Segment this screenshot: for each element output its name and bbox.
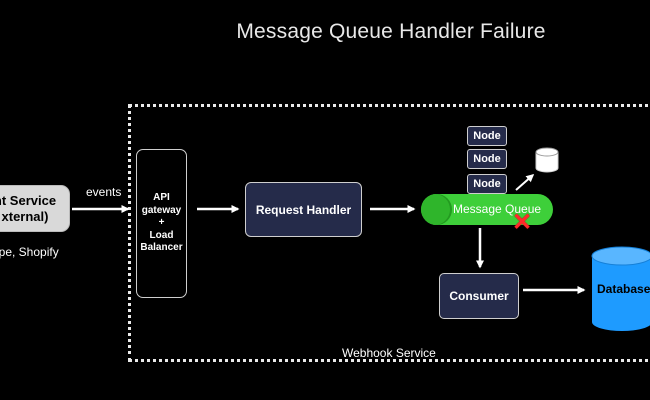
arrow-queue-to-storage: [515, 174, 535, 191]
page-title: Message Queue Handler Failure: [236, 20, 546, 43]
database-label: Database: [597, 282, 650, 296]
storage-cylinder-icon: [535, 147, 559, 173]
webhook-service-boundary: [128, 104, 650, 362]
external-service-label-line2: xternal): [1, 208, 49, 224]
failure-x-icon: ✕: [512, 209, 533, 236]
queue-node-label: Node: [473, 153, 501, 165]
message-queue-cap: [421, 194, 452, 225]
queue-node: Node: [467, 149, 507, 169]
consumer-label: Consumer: [449, 289, 509, 303]
request-handler-box: Request Handler: [245, 182, 362, 237]
database-cylinder-icon: [591, 246, 650, 331]
consumer-box: Consumer: [439, 273, 519, 319]
api-gateway-box: API gateway + Load Balancer: [136, 149, 187, 298]
request-handler-label: Request Handler: [255, 202, 352, 217]
webhook-service-label: Webhook Service: [342, 346, 436, 360]
queue-node-label: Node: [473, 130, 501, 142]
external-service-box: nt Service xternal): [0, 185, 70, 232]
api-gateway-label: API gateway + Load Balancer: [140, 192, 183, 254]
events-edge-label: events: [86, 185, 122, 199]
queue-node: Node: [467, 126, 507, 146]
external-service-label-line1: nt Service: [0, 192, 57, 208]
message-queue-label: Message Queue: [453, 202, 542, 216]
queue-node: Node: [467, 174, 507, 194]
external-service-examples: ripe, Shopify: [0, 245, 59, 259]
queue-node-label: Node: [473, 178, 501, 190]
